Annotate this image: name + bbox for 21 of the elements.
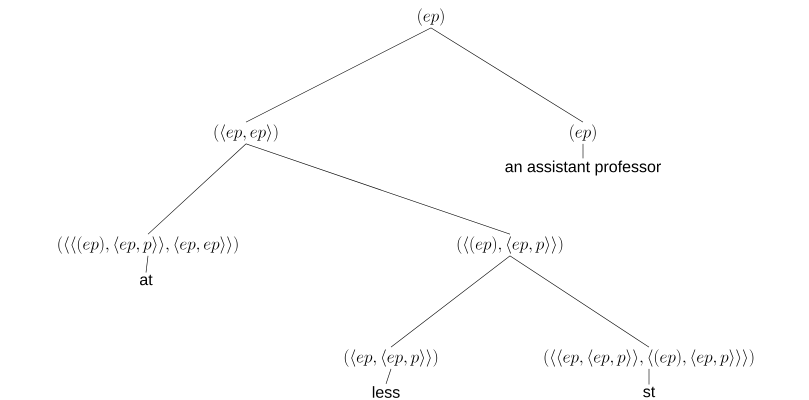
tree-branch	[146, 256, 148, 273]
tree-branch	[386, 368, 392, 384]
tree-branch	[430, 28, 584, 122]
type-label: $(\langle(ep), \langle ep, p\rangle\rangle)$	[458, 236, 562, 254]
tree-branch	[246, 144, 510, 234]
tree-branch	[246, 28, 432, 122]
type-label: $(\langle\langle ep, \langle ep, p\rangle\rangle, \langle(ep), \langle ep, p\rangle\rangle\rangle)$	[544, 349, 754, 367]
word-label: an assistant professor	[505, 160, 661, 176]
tree-branch	[390, 256, 510, 348]
tree-branch	[510, 256, 650, 348]
tree-branch	[148, 144, 246, 234]
tree-branch	[582, 144, 584, 159]
type-label: $(ep)$	[418, 8, 444, 26]
type-label: $(ep)$	[570, 124, 596, 142]
type-label: $(\langle\langle(ep), \langle ep, p\rangle\rangle, \langle ep, ep\rangle\rangle)$	[58, 236, 238, 254]
word-label: st	[643, 386, 656, 398]
type-label: $(\langle ep, \langle ep, p\rangle\rangle)$	[344, 349, 438, 367]
type-label: $(\langle ep, ep\rangle)$	[214, 124, 278, 142]
tree-branch	[648, 368, 650, 385]
word-label: less	[372, 386, 400, 398]
word-label: at	[140, 274, 153, 286]
